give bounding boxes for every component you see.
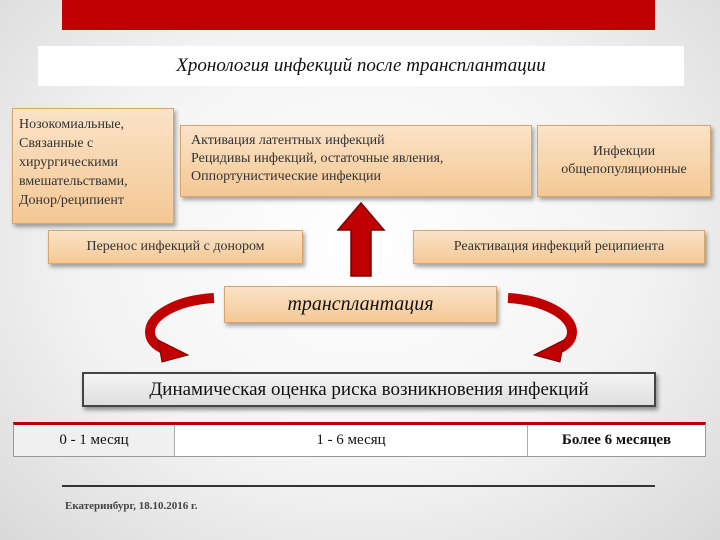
timeline-segment-over-6-months: Более 6 месяцев — [561, 432, 672, 448]
curved-arrow-left-icon — [144, 293, 215, 363]
nosocomial-line-5: Донор/реципиент — [19, 193, 124, 208]
community-infections-box: Инфекции общепопуляционные — [537, 125, 711, 197]
timeline-segment-1-6-month: 1 - 6 месяц — [175, 425, 528, 456]
dynamic-risk-assessment: Динамическая оценка риска возникновения … — [82, 372, 656, 407]
timeline-bar: 0 - 1 месяц 1 - 6 месяц Более 6 месяцев — [13, 422, 706, 457]
nosocomial-line-3: хирургическими — [19, 155, 119, 170]
curved-arrow-right-icon — [507, 293, 578, 363]
latent-activation-box: Активация латентных инфекций Рецидивы ин… — [180, 125, 532, 197]
donor-transfer-box: Перенос инфекций с донором — [48, 230, 303, 264]
latent-line-3: Оппортунистические инфекции — [191, 169, 382, 184]
nosocomial-line-2: Связанные с — [19, 136, 94, 151]
community-line-1: Инфекции — [592, 144, 656, 159]
up-arrow-icon — [336, 201, 386, 277]
transplantation-box: трансплантация — [224, 286, 497, 323]
nosocomial-box: Нозокомиальные, Связанные с хирургически… — [12, 108, 174, 224]
latent-line-2: Рецидивы инфекций, остаточные явления, — [191, 151, 444, 166]
nosocomial-line-4: вмешательствами, — [19, 174, 128, 189]
latent-line-1: Активация латентных инфекций — [191, 133, 385, 148]
footer-location-date: Екатеринбург, 18.10.2016 г. — [65, 500, 198, 512]
community-line-2: общепопуляционные — [561, 162, 687, 177]
top-accent-bar — [62, 0, 655, 30]
page-title: Хронология инфекций после трансплантации — [38, 46, 684, 86]
recipient-reactivation-box: Реактивация инфекций реципиента — [413, 230, 705, 264]
timeline-segment-0-1-month: 0 - 1 месяц — [14, 425, 175, 456]
footer-divider — [62, 485, 655, 487]
nosocomial-line-1: Нозокомиальные, — [19, 117, 125, 132]
